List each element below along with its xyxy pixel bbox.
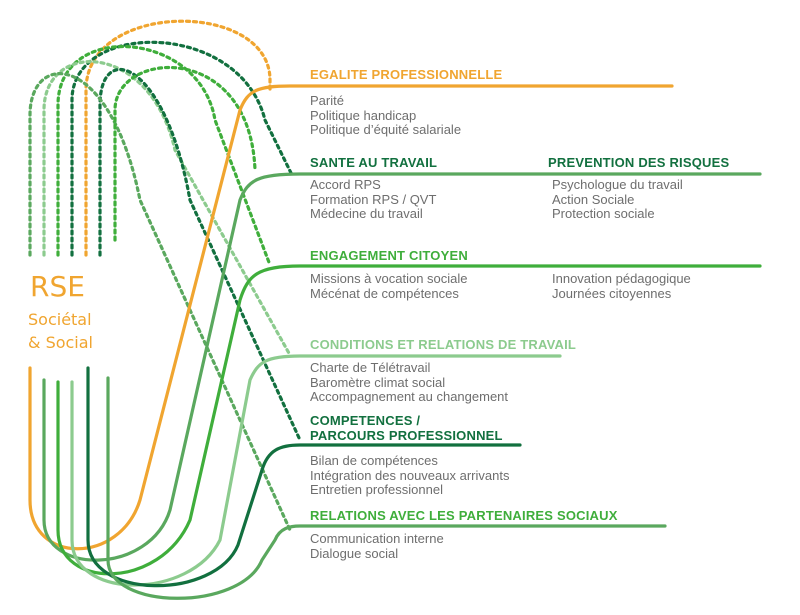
list-item: Dialogue social bbox=[310, 545, 399, 561]
heading-engagement: ENGAGEMENT CITOYEN bbox=[310, 248, 468, 263]
items-engagement: Missions à vocation sociale Mécénat de c… bbox=[310, 271, 468, 301]
list-item: Innovation pédagogique bbox=[552, 271, 691, 286]
heading-competences: COMPETENCES / PARCOURS PROFESSIONNEL bbox=[310, 413, 503, 443]
solid-loop-conditions bbox=[70, 354, 562, 587]
solid-loop-relations bbox=[106, 376, 667, 600]
rse-subtitle-line-1: Sociétal bbox=[28, 310, 92, 329]
rse-subtitle: Sociétal & Social bbox=[28, 308, 93, 354]
list-item: Parité bbox=[310, 93, 344, 108]
items-engagement-extra: Innovation pédagogique Journées citoyenn… bbox=[552, 271, 691, 301]
list-item: Baromètre climat social bbox=[310, 374, 446, 390]
heading-competences-line-1: COMPETENCES / bbox=[310, 413, 421, 428]
list-item: Entretien professionnel bbox=[310, 482, 443, 497]
dotted-loop-egalite bbox=[84, 19, 272, 257]
list-item: Accord RPS bbox=[310, 177, 381, 192]
list-item: Psychologue du travail bbox=[552, 177, 683, 192]
dotted-loop-prevention bbox=[113, 65, 257, 242]
list-item: Missions à vocation sociale bbox=[310, 271, 468, 286]
list-item: Protection sociale bbox=[552, 206, 655, 221]
list-item: Charte de Télétravail bbox=[310, 360, 431, 375]
items-egalite: Parité Politique handicap Politique d’éq… bbox=[310, 93, 462, 138]
list-item: Communication interne bbox=[310, 531, 444, 546]
list-item: Action Sociale bbox=[552, 191, 635, 207]
list-item: Mécénat de compétences bbox=[310, 285, 459, 301]
rse-title: RSE bbox=[30, 270, 85, 303]
items-relations: Communication interne Dialogue social bbox=[310, 531, 444, 561]
heading-prevention: PREVENTION DES RISQUES bbox=[548, 155, 730, 170]
list-item: Intégration des nouveaux arrivants bbox=[310, 467, 510, 483]
rse-subtitle-line-2: & Social bbox=[28, 333, 93, 352]
list-item: Formation RPS / QVT bbox=[310, 191, 437, 207]
list-item: Politique handicap bbox=[310, 107, 417, 123]
items-sante: Accord RPS Formation RPS / QVT Médecine … bbox=[310, 177, 437, 222]
list-item: Accompagnement au changement bbox=[310, 389, 509, 404]
items-competences: Bilan de compétences Intégration des nou… bbox=[310, 453, 510, 498]
solid-loop-engagement bbox=[56, 264, 762, 576]
heading-relations: RELATIONS AVEC LES PARTENAIRES SOCIAUX bbox=[310, 508, 618, 523]
heading-competences-line-2: PARCOURS PROFESSIONNEL bbox=[310, 428, 503, 443]
dotted-loop-sante bbox=[70, 40, 294, 257]
items-conditions: Charte de Télétravail Baromètre climat s… bbox=[310, 360, 509, 405]
dotted-loop-engagement bbox=[56, 45, 272, 267]
heading-sante: SANTE AU TRAVAIL bbox=[310, 155, 438, 170]
dotted-loop-conditions bbox=[42, 60, 292, 357]
list-item: Bilan de compétences bbox=[310, 453, 438, 468]
heading-egalite: EGALITE PROFESSIONNELLE bbox=[310, 67, 503, 82]
list-item: Médecine du travail bbox=[310, 206, 423, 221]
list-item: Politique d’équité salariale bbox=[310, 122, 462, 137]
dotted-loop-competences bbox=[98, 67, 302, 442]
solid-loop-egalite bbox=[28, 84, 674, 551]
heading-conditions: CONDITIONS ET RELATIONS DE TRAVAIL bbox=[310, 337, 577, 352]
dotted-loop-relations bbox=[28, 72, 292, 532]
items-prevention: Psychologue du travail Action Sociale Pr… bbox=[552, 177, 683, 222]
solid-loop-sante bbox=[42, 172, 762, 562]
list-item: Journées citoyennes bbox=[552, 285, 672, 301]
solid-loop-competences bbox=[86, 366, 522, 588]
